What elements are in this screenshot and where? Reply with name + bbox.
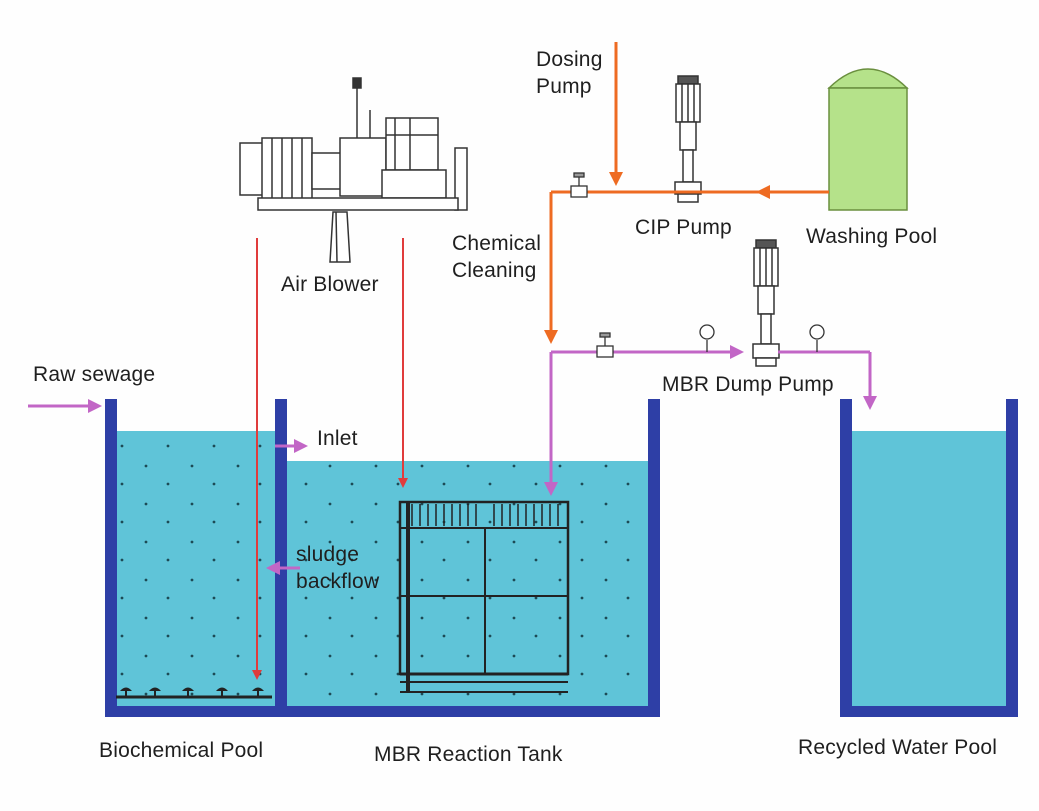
cip-pump-label: CIP Pump xyxy=(635,216,732,239)
recycled-water-pool xyxy=(840,399,1018,717)
recycled-water-pool-label: Recycled Water Pool xyxy=(798,736,998,759)
mbr-dump-pump-body xyxy=(752,239,780,367)
mbr-dump-pump-label: MBR Dump Pump xyxy=(662,373,834,396)
cip-pump-body xyxy=(674,75,702,203)
chemical-cleaning-label: Chemical Cleaning xyxy=(452,230,541,285)
mbr-reaction-tank xyxy=(287,399,660,717)
biochemical-pool xyxy=(105,399,287,717)
valves-and-gauges xyxy=(570,172,825,358)
washing-pool-tank xyxy=(827,68,909,211)
chemical-cleaning-label-line-2: Cleaning xyxy=(452,259,537,283)
raw-sewage-label: Raw sewage xyxy=(33,363,156,386)
sludge-backflow-label-line-2: backflow xyxy=(296,570,380,594)
membrane-module xyxy=(398,500,570,693)
chemical-cleaning-label-line-1: Chemical xyxy=(452,232,542,255)
aerator-diffusers xyxy=(116,687,272,699)
sludge-backflow-label-line-1: sludge xyxy=(296,543,360,566)
dosing-pump-label-line-1: Dosing xyxy=(536,48,603,71)
biochemical-pool-label: Biochemical Pool xyxy=(99,739,264,762)
mbr-reaction-tank-label: MBR Reaction Tank xyxy=(374,743,563,766)
air-blower-label: Air Blower xyxy=(281,273,379,296)
sludge-backflow-label: sludge backflow xyxy=(296,541,379,596)
dosing-pump-label-line-2: Pump xyxy=(536,75,592,99)
washing-pool-label: Washing Pool xyxy=(806,225,938,248)
dosing-pump-label: Dosing Pump xyxy=(536,46,603,101)
inlet-label: Inlet xyxy=(317,427,358,450)
air-supply-lines xyxy=(252,238,408,680)
air-blower-machine xyxy=(239,77,468,263)
